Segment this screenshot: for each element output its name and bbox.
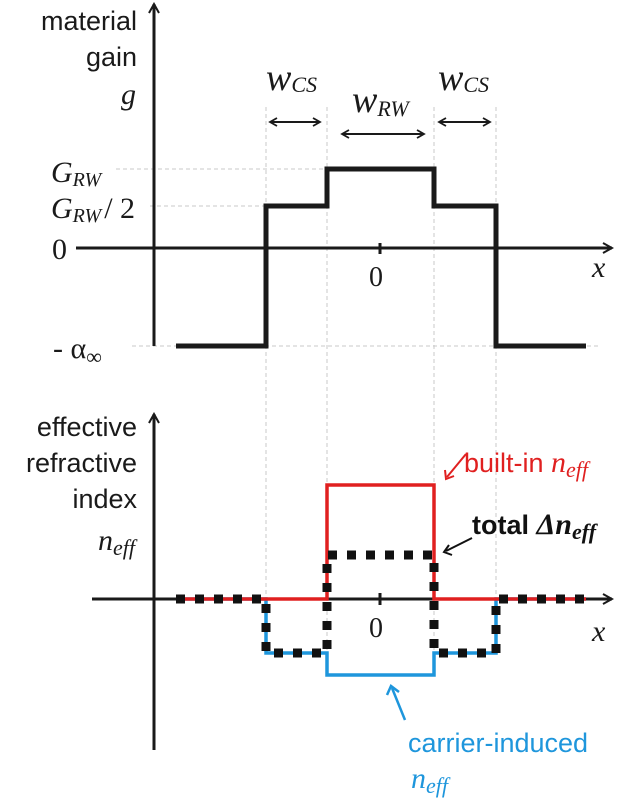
bottom-panel: effective refractive index neff 0 x buil… (26, 412, 612, 798)
neff-xlabel: x (591, 615, 606, 648)
gain-ylabel-symbol: g (121, 78, 136, 111)
gain-ylabel-line2: gain (86, 42, 137, 72)
neff-ylabel-line1: effective (37, 412, 137, 442)
neff-ylabel-line3: index (72, 484, 137, 514)
material-gain-profile (176, 166, 586, 349)
carrier-pointer-arrowhead (385, 684, 400, 696)
dim-wcs-right-label: wCS (438, 57, 489, 99)
dim-wrw-label: wRW (352, 79, 410, 121)
neff-ylabel-line2: refractive (26, 448, 137, 478)
total-delta-neff-label: total Δneff (472, 508, 599, 544)
gain-xlabel: x (591, 251, 606, 284)
builtin-neff-profile (176, 483, 586, 601)
neff-ylabel-symbol: neff (98, 524, 138, 560)
builtin-neff-label: built-in neff (464, 446, 591, 482)
carrier-pointer-arrow (390, 687, 407, 721)
carrier-induced-label: carrier-induced (408, 728, 588, 758)
total-delta-neff-profile (176, 550, 586, 658)
gain-ylabel-line1: material (41, 6, 137, 36)
top-panel: material gain g GRW GRW/ 2 0 - α∞ 0 x wC… (41, 4, 612, 369)
tick-alpha-inf: - α∞ (53, 332, 102, 369)
builtin-pointer-arrowhead (444, 469, 455, 481)
builtin-pointer-arrow (446, 453, 467, 478)
tick-grw: GRW (51, 156, 104, 191)
dim-wcs-left-label: wCS (266, 57, 317, 99)
tick-grw-half: GRW/ 2 (51, 192, 135, 227)
neff-x-zero-label: 0 (369, 613, 383, 644)
gain-x-zero-label: 0 (369, 262, 383, 293)
total-pointer-arrowhead (442, 544, 453, 556)
tick-zero: 0 (52, 233, 67, 266)
total-pointer-arrow (445, 537, 473, 552)
region-guides (116, 107, 600, 655)
carrier-induced-symbol: neff (411, 762, 451, 798)
